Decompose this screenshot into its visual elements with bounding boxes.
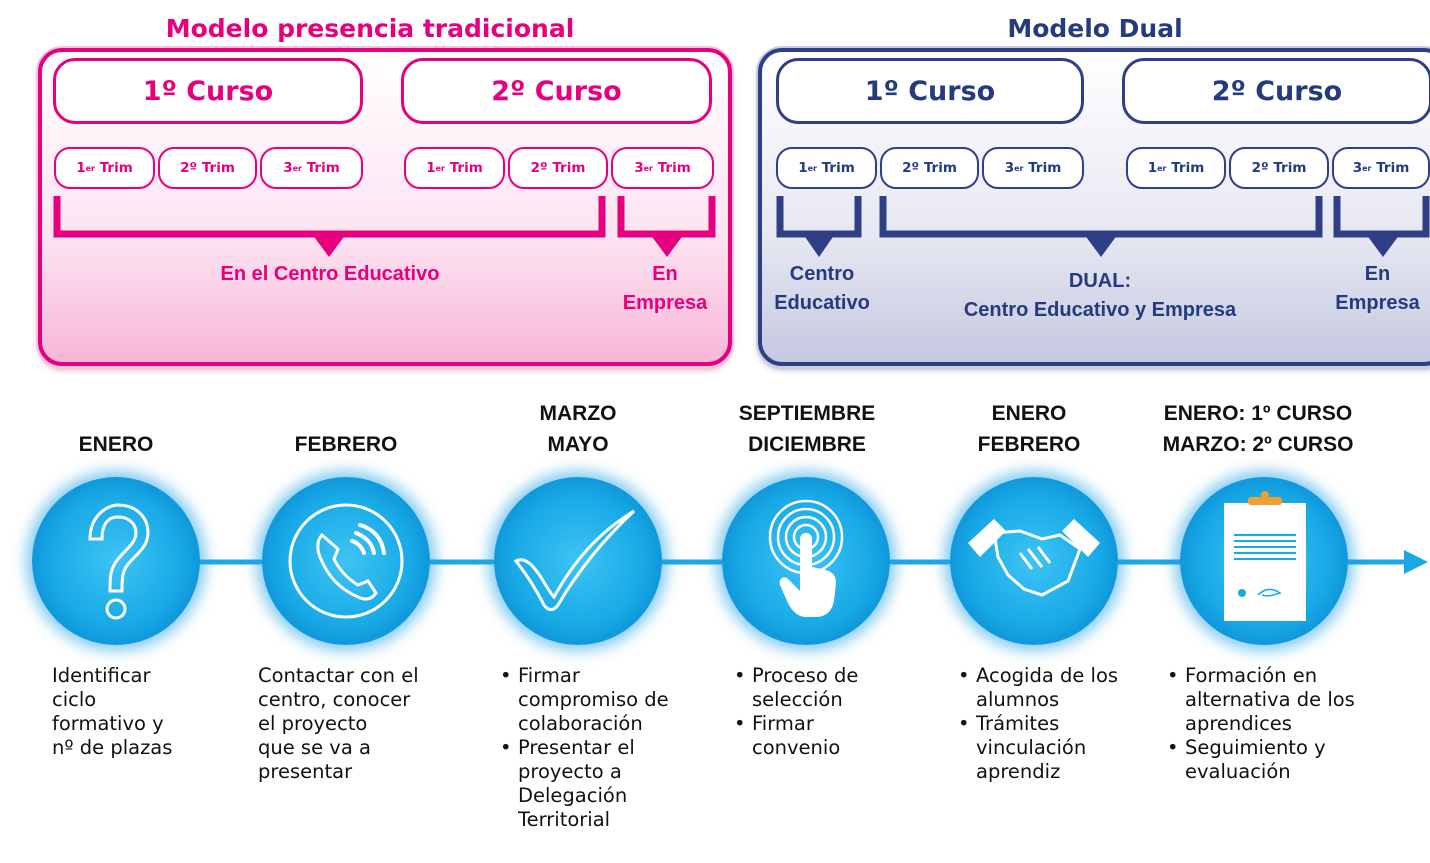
dual-trim-2: 2º Trim [880, 147, 979, 189]
touch-tap-icon [768, 499, 844, 617]
checkmark-icon [513, 509, 636, 611]
step-6-description: Formación en alternativa de los aprendic… [1167, 664, 1392, 784]
step-4-description: Proceso de selección Firmar convenio [734, 664, 904, 760]
timeline-arrowhead [1404, 550, 1428, 574]
dual-zone-centro: Centro Educativo [774, 263, 870, 314]
dual-course-2: 2º Curso [1122, 58, 1430, 124]
step-6-bullet: Formación en alternativa de los aprendic… [1167, 664, 1392, 736]
step-3-description: Firmar compromiso de colaboración Presen… [500, 664, 700, 832]
step-3-bullet: Presentar el proyecto a Delegación Terri… [500, 736, 700, 832]
clipboard-document-icon [1224, 491, 1306, 621]
step-3-circle [494, 477, 662, 645]
step-4-bullet: Firmar convenio [734, 712, 904, 760]
dual-trim-5: 2º Trim [1229, 147, 1329, 189]
trad-trim-5: 2º Trim [508, 147, 608, 189]
step-4-circle [722, 477, 890, 645]
handshake-icon [968, 519, 1100, 597]
trad-zone-empresa: En Empresa [622, 263, 708, 314]
step-1-circle [32, 477, 200, 645]
phone-call-icon [288, 503, 404, 619]
step-5-circle [950, 477, 1118, 645]
trad-trim-2: 2º Trim [158, 147, 257, 189]
step-3-bullet: Firmar compromiso de colaboración [500, 664, 700, 736]
dual-model-title: Modelo Dual [1007, 14, 1183, 43]
step-5-description: Acogida de los alumnos Trámites vinculac… [958, 664, 1128, 784]
trad-zone-centro: En el Centro Educativo [220, 263, 440, 285]
dual-zone-dual: DUAL: Centro Educativo y Empresa [963, 270, 1237, 321]
dual-zone-empresa: En Empresa [1335, 263, 1420, 314]
question-mark-icon [88, 503, 150, 620]
trad-course-2: 2º Curso [401, 58, 712, 124]
trad-course-1: 1º Curso [53, 58, 363, 124]
dual-course-1: 1º Curso [776, 58, 1084, 124]
traditional-model-title: Modelo presencia tradicional [165, 14, 575, 43]
step-6-bullet: Seguimiento y evaluación [1167, 736, 1392, 784]
step-5-bullet: Trámites vinculación aprendiz [958, 712, 1128, 784]
step-4-bullet: Proceso de selección [734, 664, 904, 712]
step-6-circle [1180, 477, 1348, 645]
step-2-circle [262, 477, 430, 645]
month-1: ENERO [78, 433, 154, 456]
month-2: FEBRERO [294, 433, 398, 456]
step-5-bullet: Acogida de los alumnos [958, 664, 1128, 712]
